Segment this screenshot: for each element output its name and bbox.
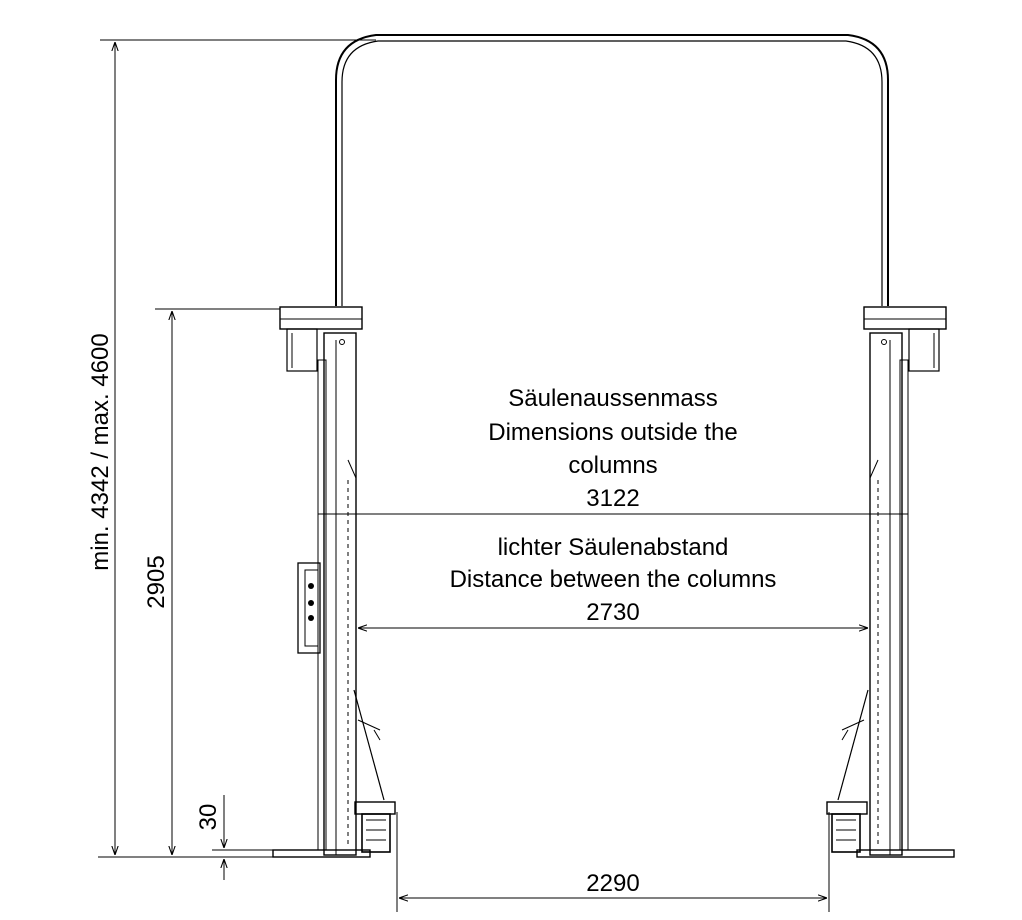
dimension-arm-distance: 2290 bbox=[396, 812, 830, 912]
outside-label-en-line2: columns bbox=[568, 452, 657, 479]
dimension-base-height: 30 bbox=[195, 795, 273, 880]
right-column bbox=[826, 306, 955, 858]
inner-value: 2730 bbox=[586, 599, 639, 626]
inner-label-de: lichter Säulenabstand bbox=[498, 534, 729, 561]
left-column bbox=[272, 306, 396, 858]
outside-label-en-line1: Dimensions outside the bbox=[488, 419, 737, 446]
dimension-column-height: 2905 bbox=[143, 308, 280, 855]
overhead-bar bbox=[335, 34, 889, 306]
arm-distance-value: 2290 bbox=[586, 870, 639, 897]
outside-label-de: Säulenaussenmass bbox=[508, 385, 717, 412]
dimension-outside-columns: Säulenaussenmass Dimensions outside the … bbox=[318, 385, 908, 515]
column-height-value: 2905 bbox=[143, 555, 170, 608]
outside-value: 3122 bbox=[586, 485, 639, 512]
total-height-label: min. 4342 / max. 4600 bbox=[87, 333, 114, 570]
dimension-total-height: min. 4342 / max. 4600 bbox=[87, 39, 376, 858]
dimension-inner-distance: lichter Säulenabstand Distance between t… bbox=[358, 534, 868, 628]
base-height-value: 30 bbox=[195, 804, 222, 831]
inner-label-en: Distance between the columns bbox=[450, 566, 777, 593]
